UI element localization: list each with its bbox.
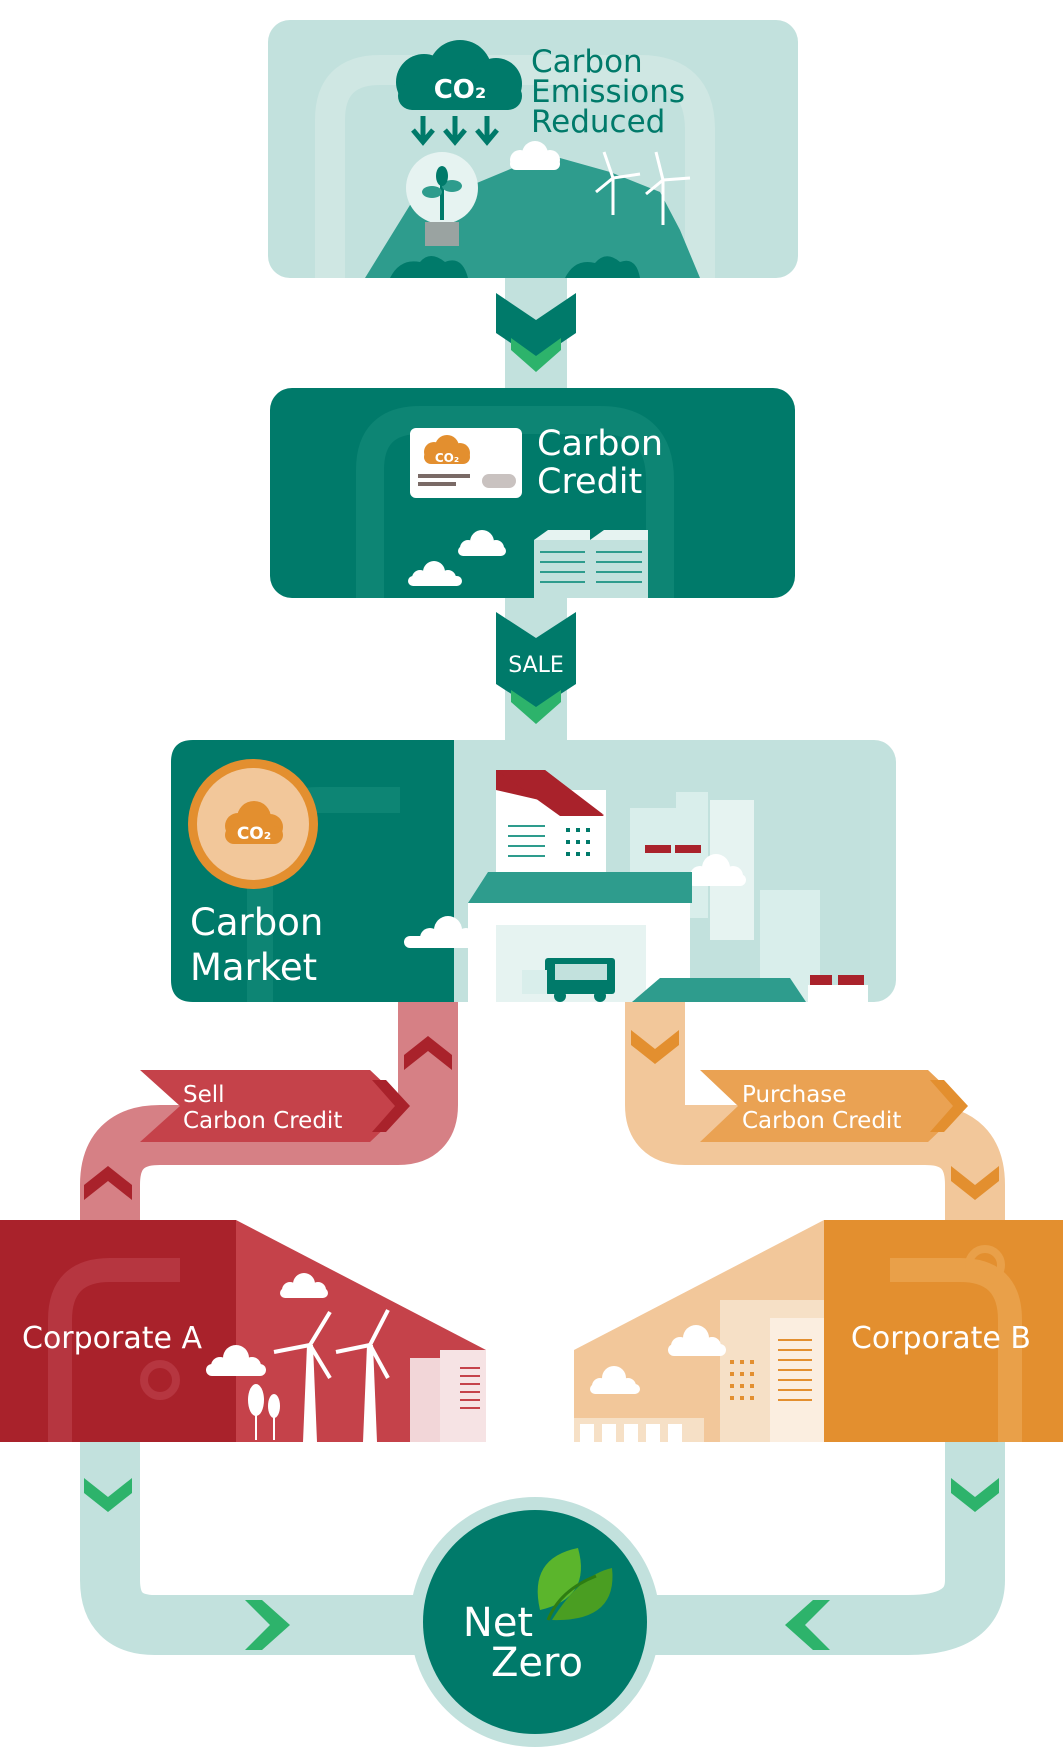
- carbon-market-box: CO₂ Carbon Market: [171, 740, 896, 1002]
- emissions-title-line1: Carbon: [531, 44, 643, 80]
- chevron-down-icon: [951, 1166, 999, 1200]
- market-title-line1: Carbon: [190, 901, 323, 944]
- hills: [365, 158, 700, 278]
- sale-label: SALE: [508, 653, 564, 678]
- wind-turbine-icon: [273, 1309, 390, 1442]
- corporate-a-label: Corporate A: [22, 1321, 203, 1356]
- truck-icon: [522, 958, 615, 1002]
- purchase-label-line1: Purchase: [742, 1082, 846, 1108]
- sell-banner: [140, 1070, 408, 1142]
- sell-label-line1: Sell: [183, 1082, 225, 1108]
- buildings: [534, 530, 648, 598]
- chevron-down-icon: [496, 293, 576, 372]
- chevron-right-icon: [245, 1600, 290, 1650]
- emissions-reduced-box: CO₂ Carbon Emissions: [268, 20, 798, 278]
- purchase-label-line2: Carbon Credit: [742, 1108, 901, 1134]
- purchase-flow: Purchase Carbon Credit: [631, 1030, 999, 1200]
- leaf-icon: [537, 1548, 613, 1621]
- chevron-up-icon: [404, 1036, 452, 1070]
- svg-text:CO₂: CO₂: [434, 75, 487, 105]
- sell-label-line2: Carbon Credit: [183, 1108, 342, 1134]
- emissions-title-line2: Emissions: [531, 74, 685, 110]
- purchase-banner: [700, 1070, 966, 1142]
- corporate-b-label: Corporate B: [851, 1321, 1031, 1356]
- market-city: [468, 770, 868, 1002]
- chevron-down-icon: [631, 1030, 679, 1064]
- wind-turbine-icon: [595, 151, 691, 225]
- lightbulb-plant-icon: [406, 152, 478, 246]
- credit-card-icon: CO₂: [410, 428, 522, 498]
- down-arrows-icon: [411, 116, 499, 146]
- carbon-credit-box: CO₂ Carbon Credit: [270, 388, 795, 598]
- sell-flow: Sell Carbon Credit: [84, 1036, 452, 1200]
- emissions-title-line3: Reduced: [531, 104, 665, 140]
- net-zero-line2: Zero: [491, 1640, 583, 1686]
- corporate-a-box: Corporate A: [0, 1220, 486, 1442]
- net-zero-pipe: [80, 1440, 1005, 1655]
- cloud-co2-icon: CO₂: [396, 40, 522, 110]
- chevron-left-icon: [785, 1600, 830, 1650]
- credit-title-line1: Carbon: [537, 424, 663, 464]
- chevron-down-icon: [951, 1478, 999, 1512]
- net-zero-circle: Net Zero: [410, 1497, 660, 1747]
- chevron-down-icon: [84, 1478, 132, 1512]
- svg-text:CO₂: CO₂: [237, 824, 271, 844]
- net-zero-line1: Net: [463, 1600, 533, 1646]
- credit-title-line2: Credit: [537, 462, 642, 502]
- market-title-line2: Market: [190, 946, 317, 989]
- corporate-b-box: Corporate B: [574, 1220, 1063, 1442]
- chevron-up-icon: [84, 1166, 132, 1200]
- svg-text:CO₂: CO₂: [435, 451, 459, 465]
- coin-co2-icon: CO₂: [188, 759, 318, 889]
- sale-chevron: SALE: [496, 612, 576, 724]
